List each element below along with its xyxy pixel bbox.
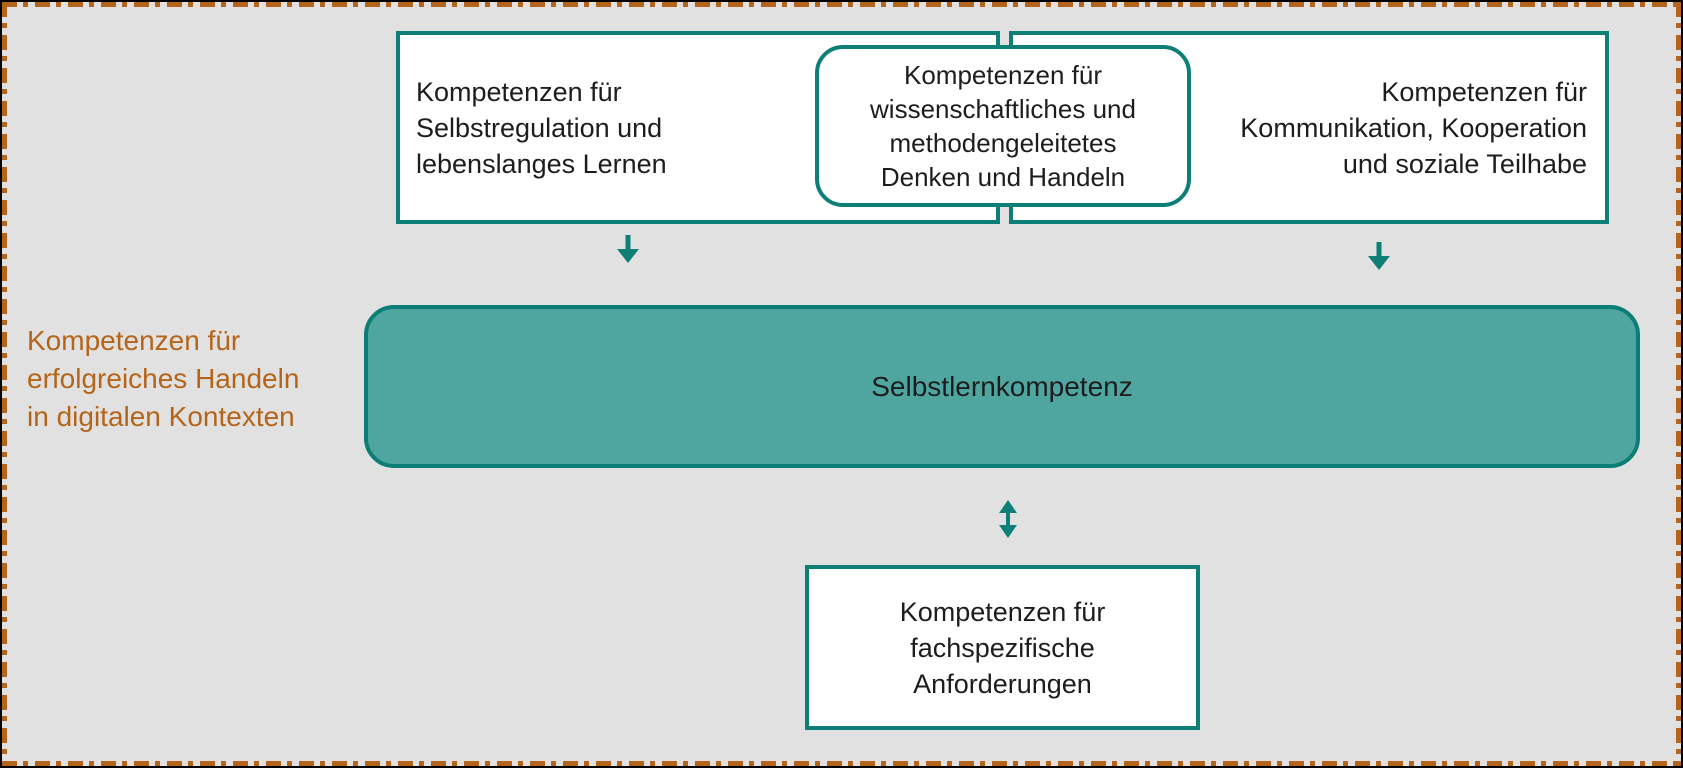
- box-line: Kompetenzen für: [416, 76, 622, 107]
- box-scientific-methodical: Kompetenzen für wissenschaftliches und m…: [815, 45, 1191, 207]
- side-label-line: Kompetenzen für: [27, 325, 241, 356]
- box-line: Kompetenzen für: [899, 596, 1106, 627]
- box-line: lebenslanges Lernen: [416, 148, 667, 179]
- side-label-digital-contexts: Kompetenzen für erfolgreiches Handeln in…: [27, 322, 357, 436]
- frame-border-bottom: [2, 761, 1681, 766]
- arrow-head-down: [999, 525, 1017, 538]
- box-line: Denken und Handeln: [880, 162, 1126, 192]
- arrow-shaft: [1006, 511, 1010, 527]
- arrow-down-icon: [616, 235, 640, 263]
- side-label-line: erfolgreiches Handeln: [27, 363, 300, 394]
- box-line: Anforderungen: [913, 668, 1092, 699]
- box-label: Selbstlernkompetenz: [871, 370, 1133, 402]
- box-line: wissenschaftliches und: [870, 94, 1136, 124]
- box-line: Kompetenzen für: [1381, 76, 1587, 107]
- arrow-shaft: [1376, 242, 1382, 258]
- arrow-down-icon: [1367, 242, 1391, 270]
- arrow-up-down-icon: [997, 500, 1019, 538]
- box-self-learning-competence: Selbstlernkompetenz: [364, 305, 1640, 468]
- side-label-line: in digitalen Kontexten: [27, 401, 295, 432]
- arrow-head: [1368, 256, 1390, 270]
- arrow-head: [617, 249, 639, 263]
- frame-border-top: [2, 2, 1681, 7]
- frame-border-left: [2, 2, 7, 766]
- box-line: und soziale Teilhabe: [1342, 148, 1587, 179]
- box-line: Kompetenzen für: [903, 60, 1102, 90]
- box-line: Kommunikation, Kooperation: [1240, 112, 1587, 143]
- box-line: Selbstregulation und: [416, 112, 663, 143]
- frame-border-right: [1676, 2, 1681, 766]
- arrow-shaft: [625, 235, 631, 251]
- box-subject-specific: Kompetenzen für fachspezifische Anforder…: [805, 565, 1200, 730]
- box-line: fachspezifische: [910, 632, 1095, 663]
- arrow-head-up: [999, 500, 1017, 513]
- box-line: methodengeleitetes: [889, 128, 1117, 158]
